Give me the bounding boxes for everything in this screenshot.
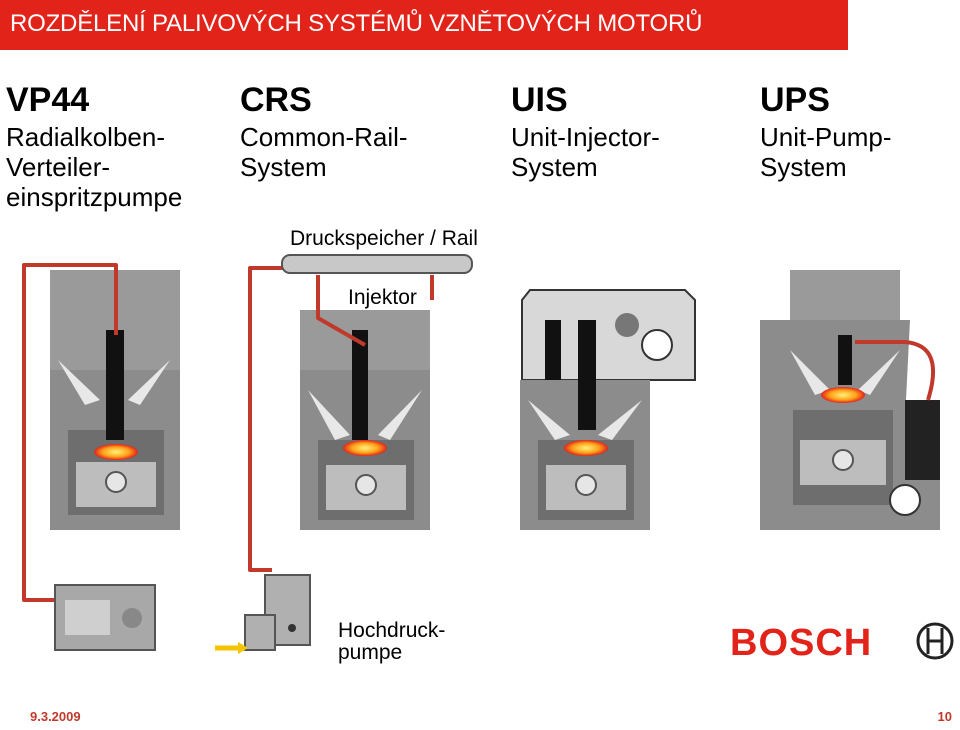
system-crs: CRS Common-Rail- System <box>240 82 408 182</box>
system-code: VP44 <box>6 81 90 119</box>
title-bar: ROZDĚLENÍ PALIVOVÝCH SYSTÉMŮ VZNĚTOVÝCH … <box>0 0 848 50</box>
system-vp44: VP44 Radialkolben- Verteiler- einspritzp… <box>6 82 182 212</box>
system-code: UPS <box>760 81 830 119</box>
system-description: Unit-Injector- System <box>511 122 660 182</box>
engine-cylinder-vp44 <box>50 270 180 530</box>
page-number: 10 <box>937 709 952 724</box>
page-title: ROZDĚLENÍ PALIVOVÝCH SYSTÉMŮ VZNĚTOVÝCH … <box>10 10 703 37</box>
system-description: Radialkolben- Verteiler- einspritzpumpe <box>6 122 183 212</box>
fuel-lines <box>22 263 936 602</box>
system-code: UIS <box>511 81 568 119</box>
rail-label: Druckspeicher / Rail <box>290 227 478 250</box>
system-ups: UPS Unit-Pump- System <box>760 82 891 182</box>
engine-cylinder-ups <box>760 270 940 530</box>
high-pressure-pump <box>215 574 311 654</box>
injector-label: Injektor <box>348 286 417 309</box>
high-pressure-pump-label: Hochdruck- pumpe <box>338 619 446 664</box>
system-description: Unit-Pump- System <box>760 122 892 182</box>
footer-date: 9.3.2009 <box>30 709 81 724</box>
engine-cylinder-uis <box>520 289 696 530</box>
common-rail <box>281 254 473 274</box>
system-description: Common-Rail- System <box>240 122 408 182</box>
engine-cylinder-crs <box>300 310 430 530</box>
brand-logo: BOSCH <box>730 622 873 664</box>
system-code: CRS <box>240 81 312 119</box>
system-uis: UIS Unit-Injector- System <box>511 82 660 182</box>
distributor-pump <box>54 584 156 651</box>
bosch-armature-icon <box>916 622 954 660</box>
